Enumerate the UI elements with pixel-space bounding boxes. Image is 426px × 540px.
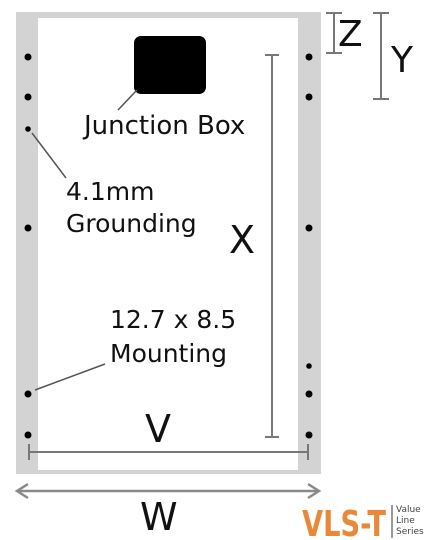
- vls-t-logo: VLS-T Value Line Series: [302, 504, 424, 540]
- hole-dot: [24, 53, 32, 61]
- junction-box-label: Junction Box: [82, 111, 245, 141]
- z-dimension-label: Z: [338, 14, 363, 55]
- v-dimension-line: [28, 444, 309, 460]
- hole-dot: [305, 431, 313, 439]
- hole-dot: [305, 53, 313, 61]
- hole-dot: [25, 126, 31, 132]
- logo-main-text: VLS-T: [302, 504, 386, 540]
- x-dimension-label: X: [229, 218, 255, 262]
- grounding-label-size: 4.1mm: [66, 177, 154, 206]
- logo-sub-value: Value: [396, 505, 421, 515]
- logo-sub-line: Line: [396, 516, 415, 526]
- grounding-leader: [31, 132, 67, 179]
- mounting-label-size: 12.7 x 8.5: [110, 305, 236, 334]
- mounting-label-text: Mounting: [110, 339, 227, 368]
- logo-sub-series: Series: [396, 527, 424, 537]
- x-dimension-line: [265, 54, 279, 438]
- z-dimension-line: [326, 12, 342, 54]
- v-dimension-label: V: [145, 407, 171, 451]
- right-hole-dots: [305, 53, 313, 439]
- y-dimension-label: Y: [390, 40, 414, 81]
- hole-dot: [305, 224, 313, 232]
- junction-box-leader: [117, 89, 138, 111]
- junction-box: [134, 36, 206, 94]
- hole-dot: [24, 224, 32, 232]
- y-dimension-line: [373, 12, 389, 100]
- left-hole-dots: [24, 53, 32, 439]
- hole-dot: [305, 390, 313, 398]
- w-dimension-arrow: [14, 482, 322, 500]
- mounting-leader: [34, 363, 106, 391]
- hole-dot: [306, 363, 312, 369]
- hole-dot: [305, 93, 313, 101]
- grounding-label-text: Grounding: [66, 209, 197, 238]
- hole-dot: [24, 390, 32, 398]
- w-dimension-label: W: [140, 495, 178, 539]
- hole-dot: [24, 431, 32, 439]
- hole-dot: [24, 93, 32, 101]
